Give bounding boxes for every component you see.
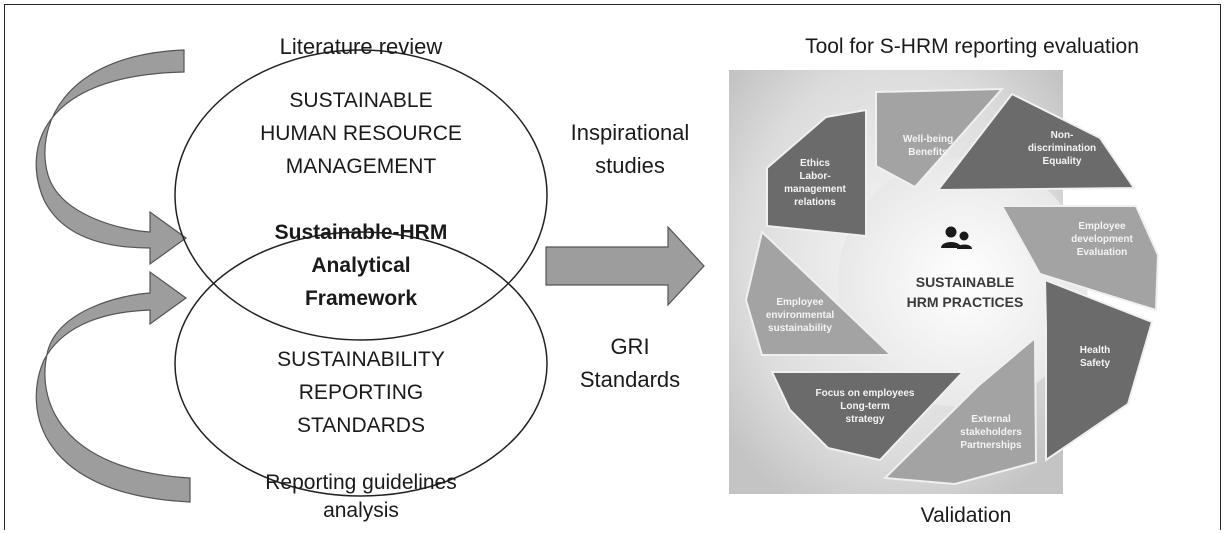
- literature-review-label: Literature review: [279, 34, 443, 59]
- figure-frame: [4, 4, 1221, 530]
- validation-label: Validation: [920, 504, 1012, 527]
- framework-label: Sustainable-HRM Analytical Framework: [274, 221, 448, 310]
- petal-ethics: [766, 108, 867, 238]
- reporting-guidelines-label: Reporting guidelines analysis: [265, 471, 457, 522]
- petal-health-safety: [1043, 278, 1154, 462]
- petal-label-external-stakeholders: External stakeholders Partnerships: [960, 414, 1022, 451]
- curved-arrow-upper: [35, 49, 188, 266]
- upper-ellipse: [174, 49, 548, 341]
- petal-focus-employees: [770, 371, 966, 462]
- petal-external-stakeholders: [882, 335, 1038, 486]
- lower-ellipse-text: SUSTAINABILITY REPORTING STANDARDS: [277, 348, 445, 437]
- petal-label-environmental: Employee environmental sustainability: [765, 297, 835, 334]
- petal-label-employee-development: Employee development Evaluation: [1071, 221, 1133, 258]
- tool-title: Tool for S-HRM reporting evaluation: [805, 35, 1139, 58]
- petal-label-ethics: Ethics Labor- management relations: [784, 158, 846, 208]
- petal-environmental: [744, 230, 894, 356]
- upper-ellipse-text: SUSTAINABLE HUMAN RESOURCE MANAGEMENT: [260, 89, 462, 178]
- right-arrow: [545, 225, 705, 307]
- petal-label-health-safety: Health Safety: [1079, 345, 1111, 369]
- lower-ellipse: [174, 231, 548, 497]
- center-label: SUSTAINABLE HRM PRACTICES: [906, 274, 1024, 310]
- people-icon: [941, 226, 972, 249]
- petal-nondiscrimination: [935, 92, 1136, 192]
- gri-standards-label: GRI Standards: [579, 334, 681, 392]
- inspirational-studies-label: Inspirational studies: [570, 120, 690, 178]
- petal-employee-development: [1000, 205, 1160, 312]
- petal-label-focus-employees: Focus on employees Long-term strategy: [815, 388, 915, 425]
- petal-label-wellbeing: Well-being Benefits: [902, 134, 954, 158]
- petal-wellbeing: [875, 87, 1005, 189]
- curved-arrow-lower: [35, 270, 191, 503]
- petal-label-nondiscrimination: Non- discrimination Equality: [1027, 130, 1097, 167]
